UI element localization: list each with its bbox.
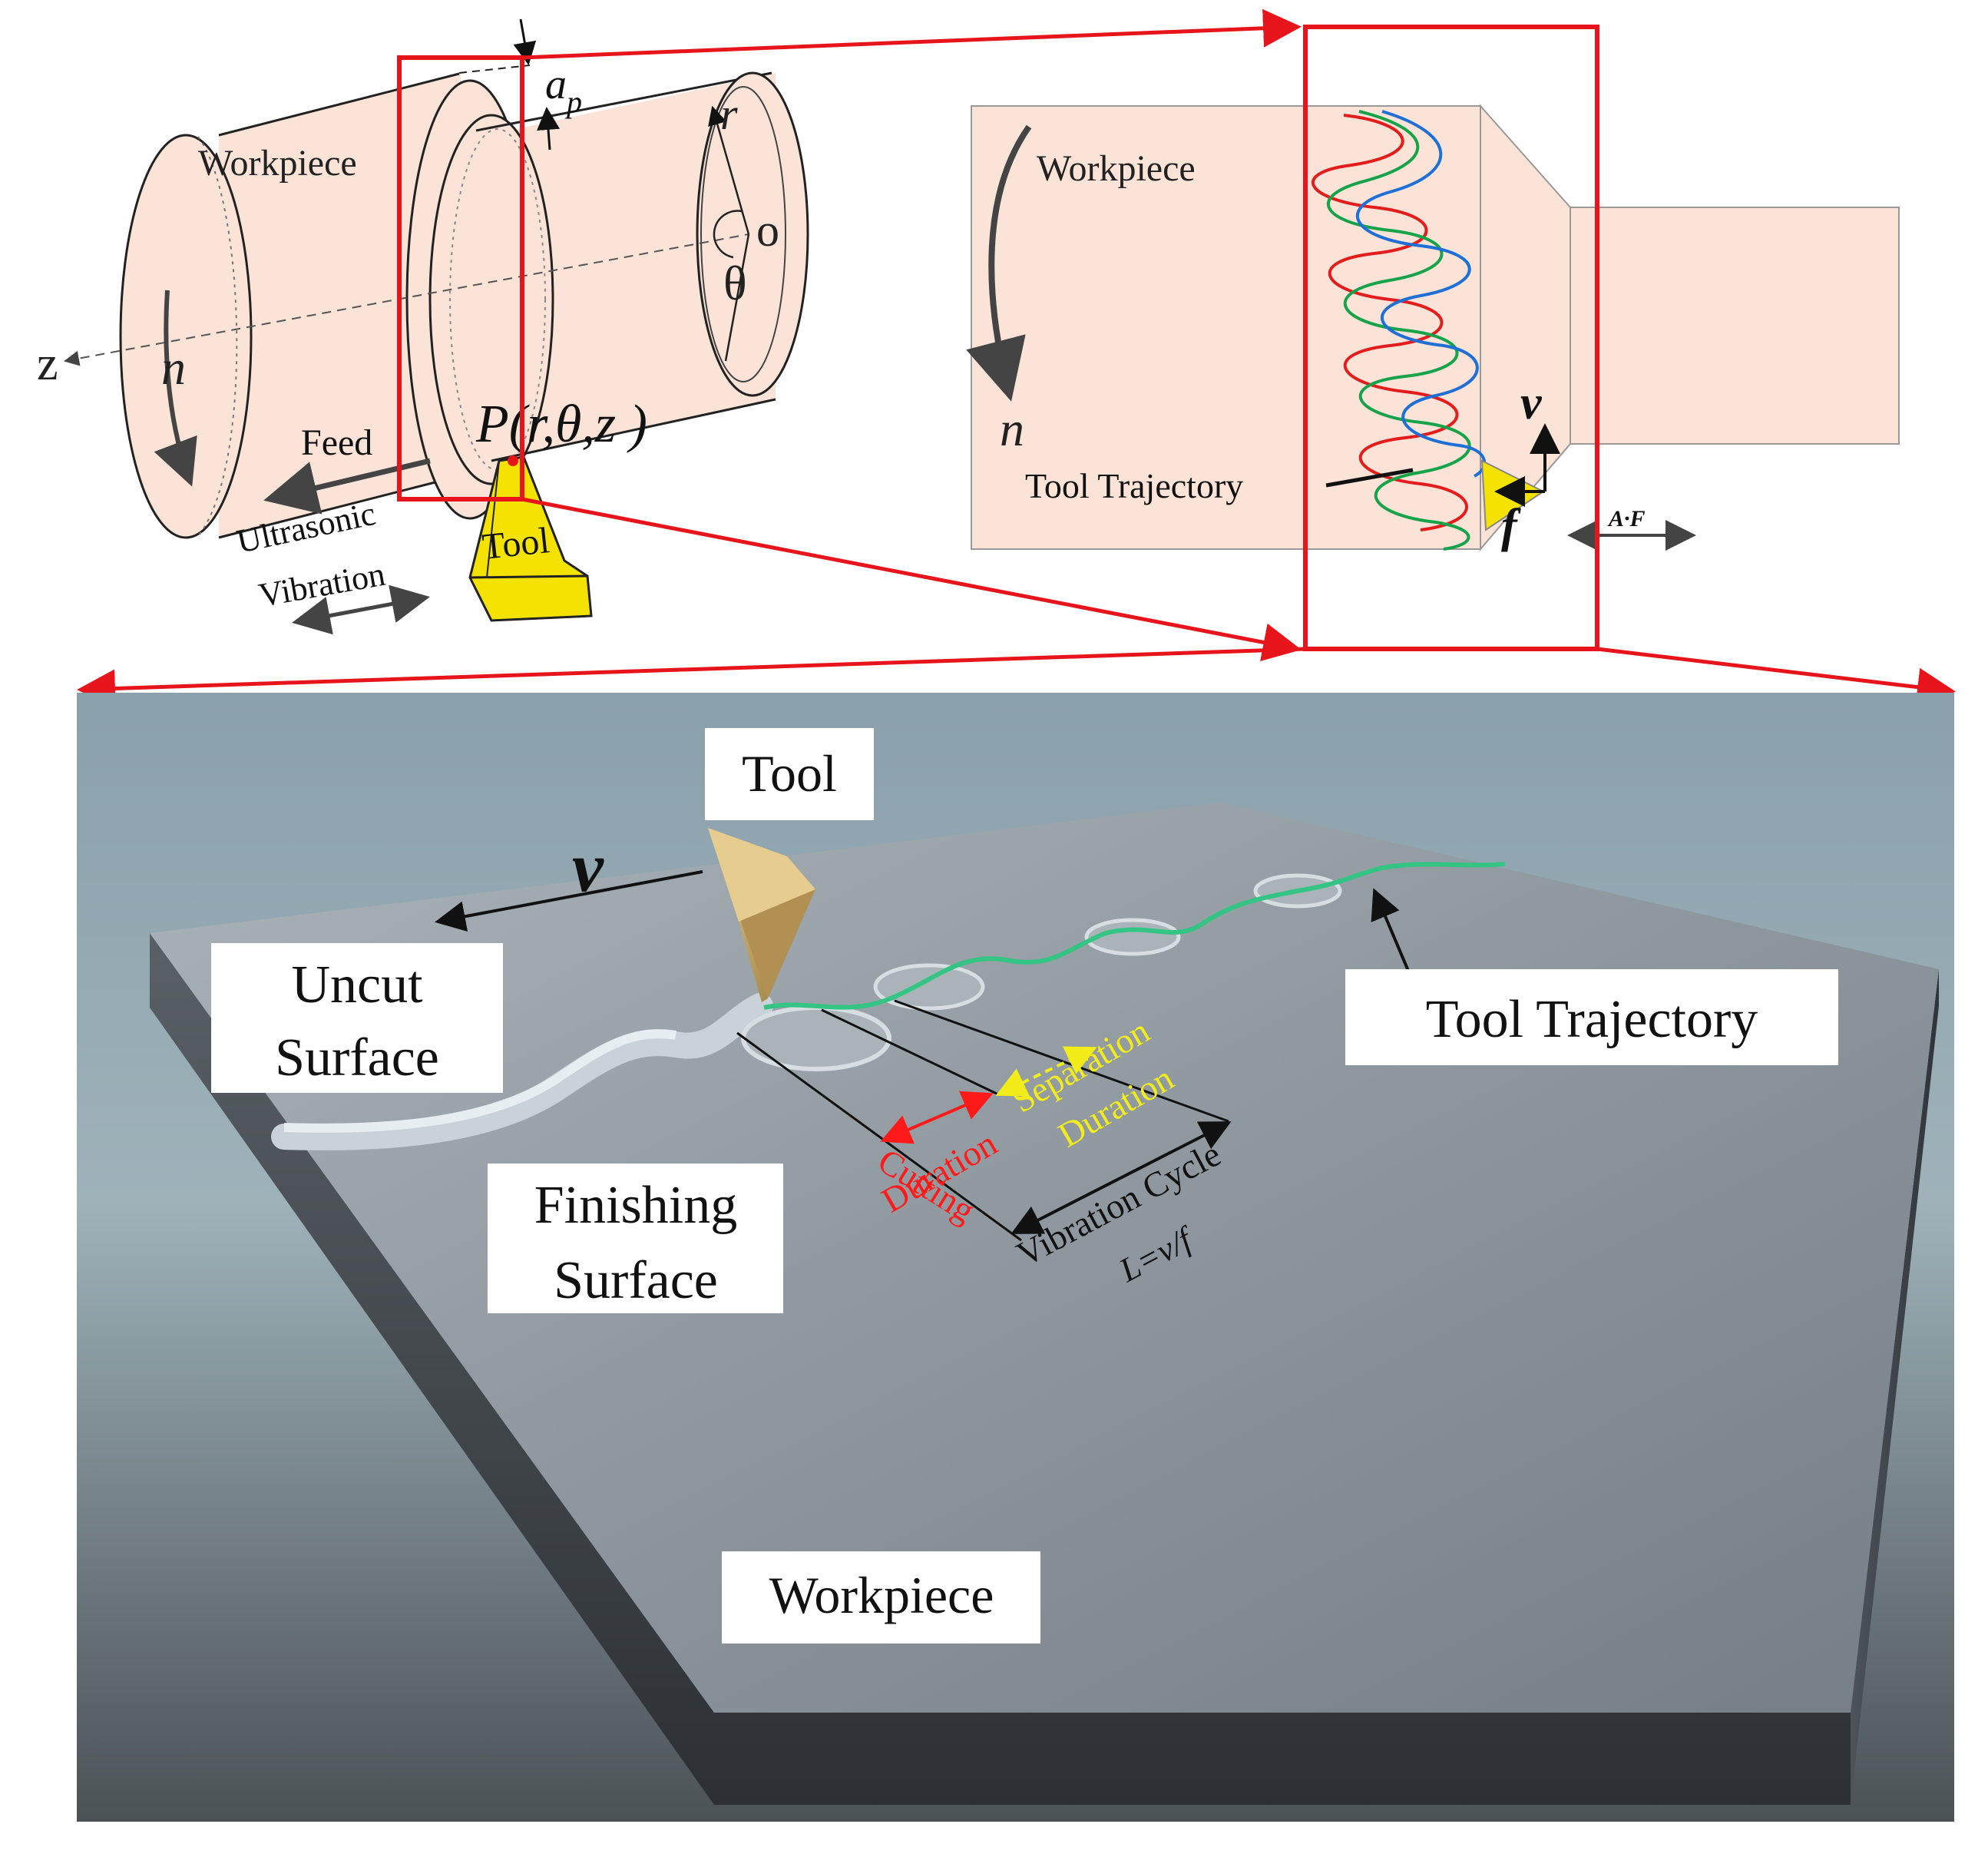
top-speed-label: n — [1000, 402, 1024, 456]
detail-trajectory — [763, 862, 1506, 1010]
point-label: P(r,θ,z ) — [475, 395, 647, 454]
top-trajectory-label: Tool Trajectory — [1025, 466, 1243, 505]
origin-label: o — [756, 205, 779, 256]
depth-arrow-bottom — [537, 107, 560, 151]
feed-label: Feed — [301, 422, 372, 463]
plate-front-face — [150, 933, 1851, 1805]
top-velocity-label: v — [1520, 377, 1543, 429]
detail-workpiece-label: Workpiece — [769, 1566, 994, 1624]
zoom-frames — [77, 8, 1956, 708]
workpiece-end-left — [119, 134, 253, 539]
finishing-label-box — [488, 1164, 783, 1313]
turning-speed-label: n — [161, 340, 186, 395]
top-workpiece-shaft — [1570, 207, 1900, 445]
zoom-link-bottom-left — [77, 647, 1306, 708]
pocket-3 — [1084, 918, 1181, 956]
zoom-frame-turning — [397, 55, 524, 501]
top-trajectory-pointer — [1325, 468, 1414, 488]
detail-trajectory-label: Tool Trajectory — [1426, 990, 1758, 1049]
feed-arrow — [263, 458, 431, 515]
zoom-link-bottom-right — [1596, 647, 1956, 707]
turning-tool-label: Tool — [481, 520, 551, 568]
detail-velocity-label: v — [572, 828, 604, 906]
detail-view: Cutting Duration Separation Duration Vib… — [77, 693, 1954, 1822]
finishing-label-line1: Finishing — [534, 1176, 738, 1235]
plate-right-face — [1851, 969, 1939, 1805]
uncut-label-box — [211, 943, 503, 1093]
trajectory-blue — [1355, 110, 1487, 478]
zoom-link-lower — [521, 497, 1302, 662]
zoom-frame-top — [1303, 25, 1599, 651]
uncut-label-line1: Uncut — [291, 955, 423, 1015]
finishing-label-line2: Surface — [554, 1251, 718, 1310]
detail-tool-label: Tool — [742, 744, 837, 803]
trajectory-label-box — [1345, 969, 1838, 1065]
vibration-arrow — [292, 584, 430, 635]
detail-tool-top — [708, 828, 815, 922]
vibration-cycle-arrow — [1011, 1121, 1232, 1234]
cutting-duration-arrow — [880, 1091, 994, 1144]
tool-label-box — [705, 728, 874, 820]
radius-label: r — [720, 89, 738, 139]
pocket-2 — [873, 963, 985, 1011]
top-rotation-arrow — [966, 124, 1032, 402]
pocket-1 — [741, 1005, 891, 1071]
turning-workpiece-label: Workpiece — [198, 143, 357, 184]
vibration-label-line2: Vibration — [256, 555, 388, 614]
depth-label: ap — [545, 61, 582, 119]
contact-point — [508, 455, 518, 466]
zoom-link-upper — [521, 8, 1302, 60]
finished-groove — [271, 993, 773, 1150]
top-view: Workpiece n Tool Trajectory v f A·F — [966, 104, 1900, 552]
trajectory-red — [1312, 114, 1468, 531]
top-workpiece-label: Workpiece — [1037, 148, 1196, 189]
workpiece-label-box — [722, 1551, 1040, 1643]
rotation-arrow — [154, 290, 197, 487]
detail-velocity-arrow — [435, 870, 703, 932]
separation-duration-arrow — [995, 1046, 1097, 1097]
z-axis-label: z — [37, 338, 58, 390]
radius-line — [708, 105, 750, 235]
amplitude-label: A·F — [1607, 506, 1646, 531]
z-axis-line — [64, 233, 749, 366]
angle-label: θ — [723, 256, 747, 310]
uncut-label-line2: Surface — [275, 1028, 439, 1087]
